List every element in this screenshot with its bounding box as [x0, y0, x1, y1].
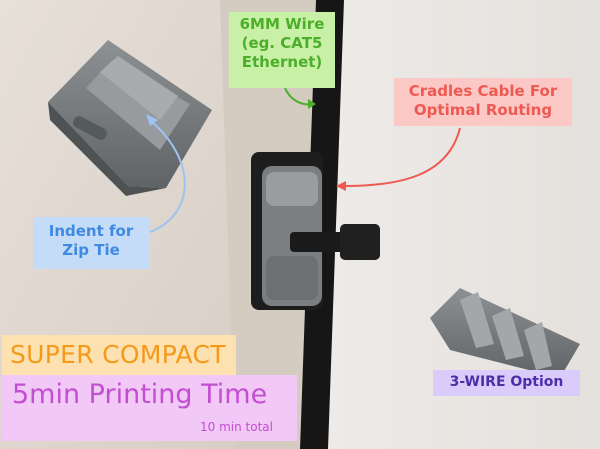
indent-arrow-head	[146, 114, 158, 126]
mounted-cable-clip	[251, 152, 380, 310]
cradle-arrow	[343, 127, 461, 187]
indent-label-line2: Zip Tie	[62, 240, 120, 259]
wire-label: 6MM Wire (eg. CAT5 Ethernet)	[229, 12, 335, 88]
wire-label-line2: (eg. CAT5	[241, 33, 323, 52]
cradle-arrow-head	[336, 181, 346, 191]
indent-label-line1: Indent for	[48, 222, 134, 240]
indent-arrow	[149, 121, 186, 233]
zip-tie-clip-part	[48, 40, 212, 196]
total-time-label: 10 min total	[200, 420, 273, 434]
wire-arrow-head	[308, 99, 316, 109]
cradle-label-line1: Cradles Cable For	[408, 82, 558, 100]
cradle-label-line2: Optimal Routing	[413, 100, 553, 119]
wire-label-line3: Ethernet)	[241, 52, 323, 71]
three-wire-clip-part	[430, 288, 580, 378]
three-wire-label: 3-WIRE Option	[433, 370, 580, 396]
cradle-label: Cradles Cable For Optimal Routing	[394, 78, 572, 126]
wire-label-line1: 6MM Wire	[239, 15, 325, 33]
super-compact-label: SUPER COMPACT	[2, 335, 236, 375]
printing-time-label: 5min Printing Time	[2, 375, 297, 441]
indent-label: Indent for Zip Tie	[33, 217, 149, 269]
